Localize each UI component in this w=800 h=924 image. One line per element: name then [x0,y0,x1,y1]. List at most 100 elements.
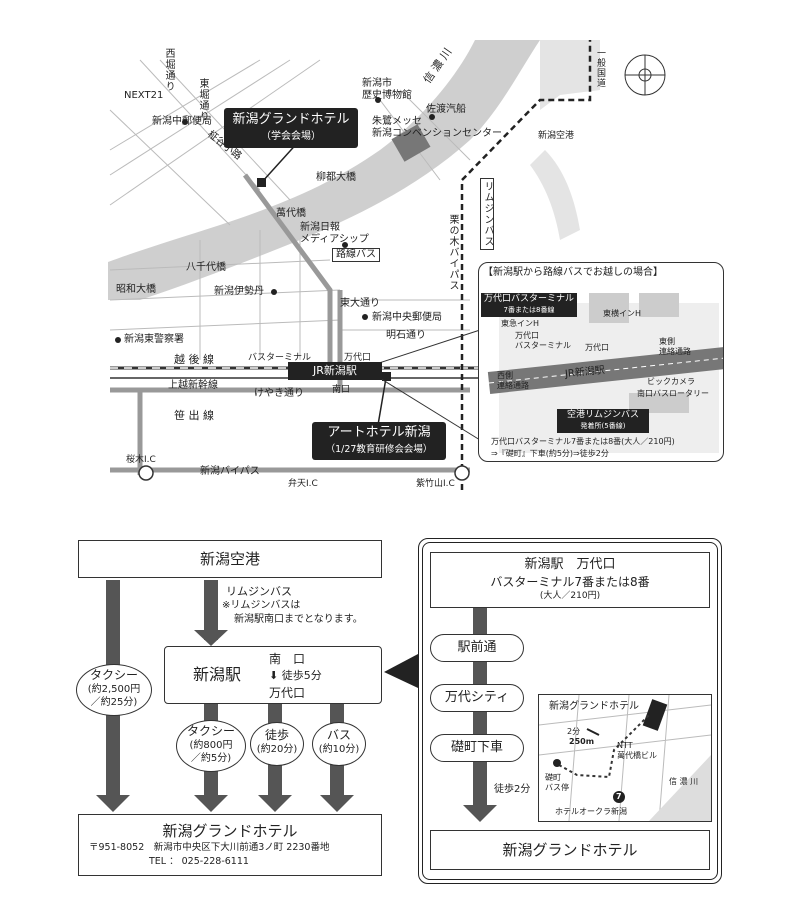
label-museum: 新潟市 歴史博物館 [362,78,412,101]
inset-bic-camera: ビックカメラ [647,377,695,386]
inset-bandai-terminal: 万代口バスターミナル 7番または8番線 [481,293,577,317]
label-sado-kisen: 佐渡汽船 [426,104,466,115]
hotel-box: 新潟グランドホテル 〒951-8052 新潟市中央区下大川前通3ノ町 2230番… [78,814,382,876]
bus-route-title1: 新潟駅 万代口 [524,557,616,572]
hotel-label: 新潟グランドホテル （学会会場） [224,108,358,148]
art-hotel-name: アートホテル新潟 [327,425,431,440]
label-chuo-post: 新潟中央郵便局 [372,312,442,323]
airport-box: 新潟空港 [78,540,382,578]
label-nishibori: 西堀通り [163,48,174,92]
bus-route-title2: バスターミナル7番または8番 [490,575,650,589]
station-walk: ⬇ 徒歩5分 [269,668,322,683]
label-etsugo: 越 後 線 [174,353,214,366]
bus-route-title3: (大人／210円) [539,591,601,601]
inset-map: 【新潟駅から路線バスでお越しの場合】 万代口バスターミナル 7番または8番線 東… [478,262,724,462]
inset-note1: 万代口バスターミナル7番または8番(大人／210円) [491,437,675,446]
label-keyaki: けやき通り [254,388,304,399]
mini-map-diagram [539,695,711,821]
station-walk-label: 徒歩5分 [281,669,322,682]
taxi-airport-2: (約2,500円 [87,684,141,695]
label-kurino-bypass: 栗の木バイパス [447,214,458,291]
inset-note2: ⇒『礎町』下車(約5分)⇒徒歩2分 [491,449,609,458]
station-bandai: 万代口 [269,686,306,700]
stop-ekimae: 駅前通 [430,634,524,662]
label-bandaibashi: 萬代橋 [276,208,306,219]
label-sakuragi-ic: 桜木I.C [126,455,156,465]
label-joetsu: 上越新幹線 [168,380,218,391]
inset-west-passage: 西側 連絡通路 [497,371,529,390]
taxi-1: タクシー [186,724,235,738]
mini-river: 信 濃 川 [669,777,699,786]
hotel-tel: TEL ： 025-228-6111 [149,856,249,867]
inset-south-rotary: 南口バスロータリー [637,389,709,398]
label-showa: 昭和大橋 [116,284,156,295]
mini-okura: ホテルオークラ新潟 [555,807,627,816]
bus-1: バス [326,728,351,742]
limo-line3: 新潟駅南口までとなります。 [234,614,363,625]
inset-airport-limo: 空港リムジンバス 発着所(5番線) [557,409,649,433]
pointer-arrow [384,654,418,688]
label-isetan: 新潟伊勢丹 [214,286,264,297]
mini-ntt: NTT 萬代橋ビル [617,741,657,760]
label-nippo: 新潟日報 メディアシップ [300,222,369,245]
label-busterminal: バスターミナル [248,353,312,363]
mini-dist: 250m [569,737,595,746]
hotel-label-sub: （学会会場） [261,131,321,142]
mini-map: 新潟グランドホテル 2分 250m NTT 萬代橋ビル 信 濃 川 礎町 バス停… [538,694,712,822]
taxi-3: ／約5分) [190,753,232,764]
down-arrow-icon: ⬇ [269,669,279,682]
inset-east-passage: 東側 連絡通路 [659,337,691,356]
label-toki-messe: 朱鷺メッセ 新潟コンベンションセンター [372,116,502,139]
inset-bandai-exit-terminal: 万代口 バスターミナル [515,331,571,350]
inset-airport-limo-name: 空港リムジンバス [566,410,639,420]
inset-toyoko: 東横インH [603,309,642,318]
label-shichikuyama-ic: 紫竹山I.C [416,479,455,489]
taxi-oval: タクシー (約800円 ／約5分) [176,720,246,772]
stop-bandai-city: 万代シティ [430,684,524,712]
bus-route-hotel-box: 新潟グランドホテル [430,830,710,870]
label-limousine: リムジンバス [480,178,494,250]
art-hotel-label: アートホテル新潟 （1/27教育研修会会場） [312,422,446,460]
label-police: 新潟東警察署 [124,334,184,345]
mini-hotel: 新潟グランドホテル [549,701,639,712]
label-bandai-bridge: 柳都大橋 [316,172,356,183]
bus-route-title-box: 新潟駅 万代口 バスターミナル7番または8番 (大人／210円) [430,552,710,608]
mini-walk: 2分 [567,727,581,736]
taxi-2: (約800円 [189,740,233,751]
label-airport-map: 新潟空港 [538,131,575,141]
label-bypass: 新潟バイパス [200,466,260,477]
inset-bandai-terminal-sub: 7番または8番線 [503,306,555,314]
inset-bandai-terminal-name: 万代口バスターミナル [483,294,574,304]
taxi-airport-oval: タクシー (約2,500円 ／約25分) [76,664,152,716]
bus-route-panel [418,538,722,884]
inset-bandai-exit: 万代口 [585,343,609,352]
bus-route-walk: 徒歩2分 [494,784,531,795]
label-benten-ic: 弁天I.C [288,479,318,489]
label-yachiyo: 八千代橋 [186,262,226,273]
label-minamiguchi: 南口 [332,385,351,395]
hotel-label-name: 新潟グランドホテル [232,112,350,127]
taxi-airport-1: タクシー [89,668,138,682]
label-next21: NEXT21 [124,90,164,101]
bus-2: (約10分) [318,744,360,755]
station-south: 南 口 [269,652,306,666]
mini-route7: 7 [616,792,622,801]
label-sasade: 笹 出 線 [174,409,214,422]
bus-oval: バス (約10分) [312,722,366,766]
label-meiseki: 明石通り [386,330,426,341]
art-hotel-sub: （1/27教育研修会会場） [325,444,433,455]
hotel-address: 〒951-8052 新潟市中央区下大川前通3ノ町 2230番地 [89,842,330,853]
walk-oval: 徒歩 (約20分) [250,722,304,766]
label-route-bus: 路線バス [332,248,380,262]
mini-stop: 礎町 バス停 [545,773,569,792]
bus-route-inner [422,542,718,880]
station-box: 新潟駅 南 口 ⬇ 徒歩5分 万代口 [164,646,382,704]
taxi-airport-3: ／約25分) [90,697,138,708]
label-post-nakamachi: 新潟中郵便局 [152,116,212,127]
label-higashibori: 東堀通り [197,78,208,122]
walk-1: 徒歩 [264,728,289,742]
station-name: 新潟駅 [193,665,242,684]
label-bandai-exit: 万代口 [344,353,372,363]
walk-2: (約20分) [256,744,298,755]
inset-title: 【新潟駅から路線バスでお越しの場合】 [483,267,663,278]
